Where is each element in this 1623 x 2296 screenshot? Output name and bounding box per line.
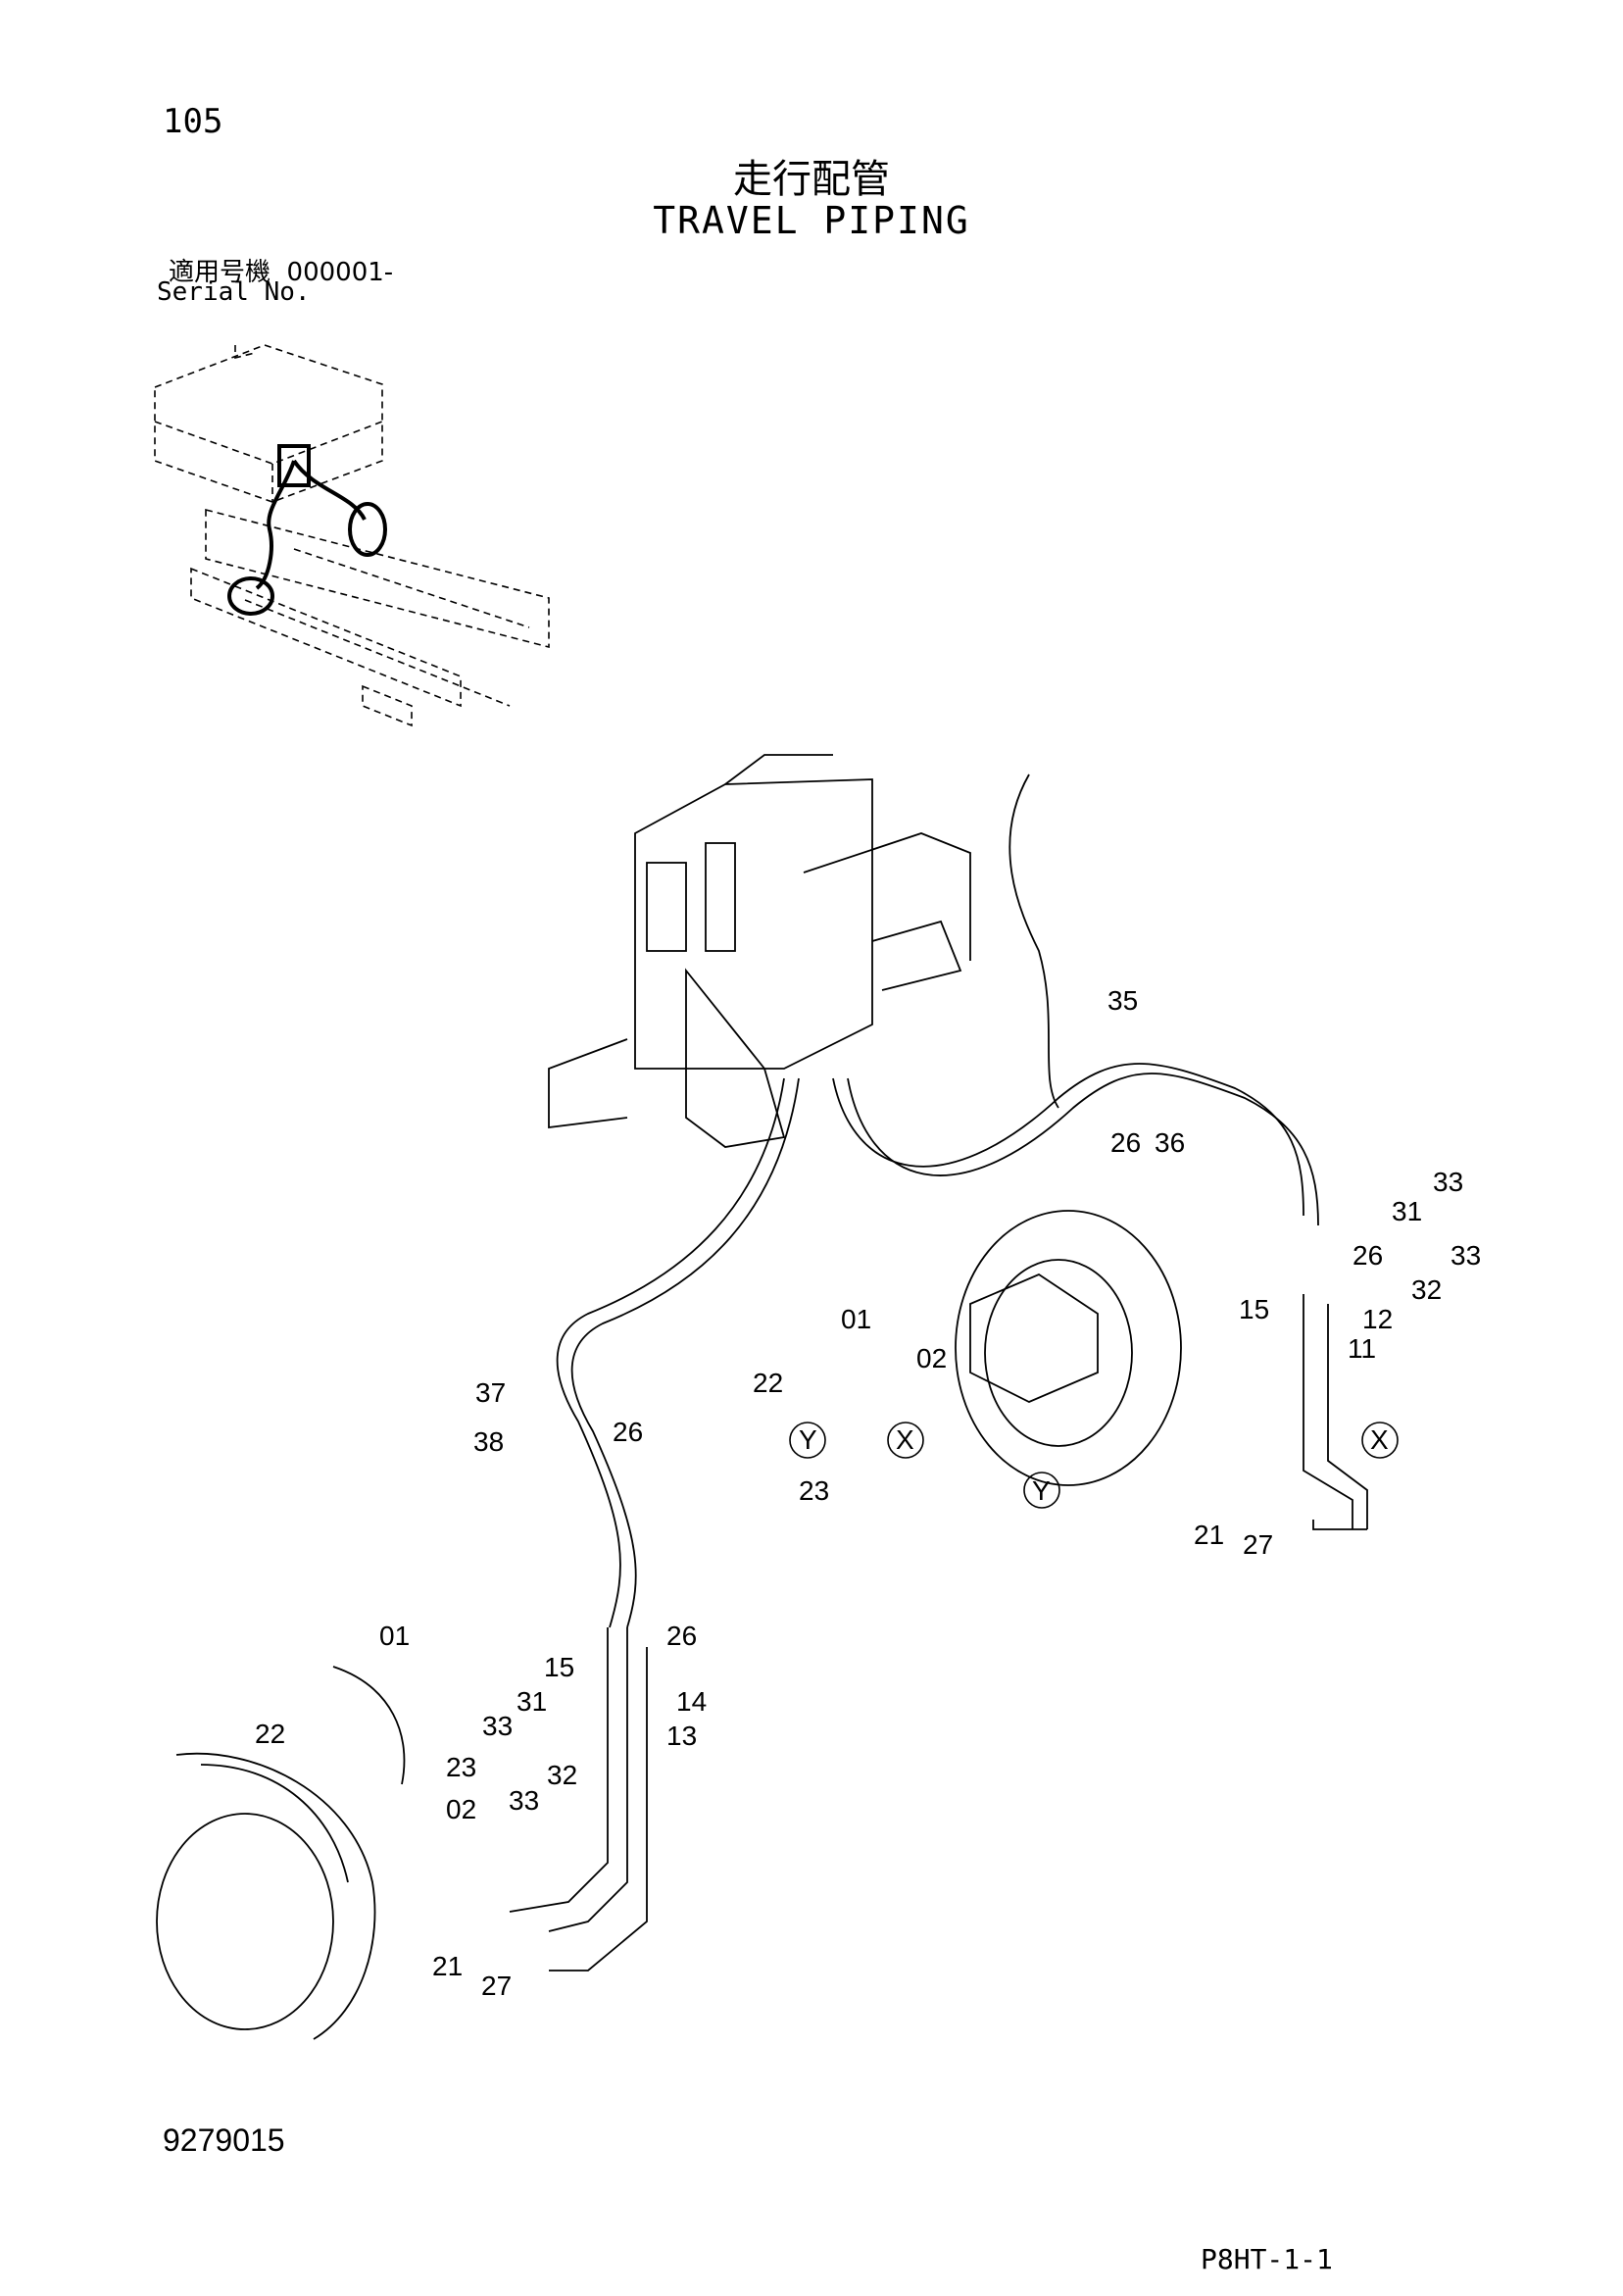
- callout-label: X: [1370, 1424, 1389, 1455]
- callout-label: 26: [1110, 1127, 1141, 1158]
- serial-range: 000001-: [286, 258, 394, 287]
- left-travel-motor: [156, 1752, 376, 2040]
- callout-label: 35: [1107, 985, 1138, 1016]
- callout-label: Y: [1032, 1475, 1051, 1506]
- callout-label: 27: [1243, 1529, 1273, 1560]
- control-valve-assembly: [548, 754, 971, 1148]
- callout-label: 15: [544, 1652, 574, 1682]
- callout-label: Y: [799, 1424, 817, 1455]
- callout-label: 21: [432, 1951, 463, 1981]
- callout-label: 12: [1362, 1304, 1393, 1334]
- callout-label: 38: [473, 1426, 504, 1457]
- page-title: TRAVEL PIPING: [653, 199, 970, 242]
- callout-label: 21: [1194, 1520, 1224, 1550]
- callout-label: 33: [1451, 1240, 1481, 1271]
- pipes-right: [1303, 1294, 1368, 1530]
- callout-labels: 35 26 36 31 33 26 33 15 32 12 11 01 02 3…: [255, 985, 1481, 2001]
- callout-circles: [789, 1422, 1399, 1509]
- hose-right-travel: [832, 774, 1319, 1226]
- callout-label: 26: [1352, 1240, 1383, 1271]
- callout-label: 02: [916, 1343, 947, 1373]
- callout-label: 33: [482, 1711, 513, 1741]
- pipes-left: [332, 1627, 648, 1972]
- callout-label: 31: [1392, 1196, 1422, 1226]
- callout-label: 26: [666, 1621, 697, 1651]
- callout-label: 02: [446, 1794, 476, 1824]
- callout-label: 15: [1239, 1294, 1269, 1324]
- serial-label-jp-text: 適用号機: [169, 258, 271, 287]
- overview-machine-illustration: [154, 344, 550, 727]
- callout-label: 32: [547, 1760, 577, 1790]
- callout-label: 31: [516, 1686, 547, 1717]
- callout-label: 22: [753, 1368, 783, 1398]
- page-code: P8HT-1-1: [1201, 2243, 1333, 2275]
- callout-label: 01: [379, 1621, 410, 1651]
- callout-label: 37: [475, 1377, 506, 1408]
- right-travel-motor: [955, 1210, 1182, 1486]
- page-number: 105: [163, 102, 223, 141]
- callout-label: 23: [799, 1475, 829, 1506]
- callout-label: 23: [446, 1752, 476, 1782]
- document-number: 9279015: [163, 2122, 285, 2158]
- callout-label: 13: [666, 1721, 697, 1751]
- callout-label: 27: [481, 1971, 512, 2001]
- callout-label: 01: [841, 1304, 871, 1334]
- callout-label: 26: [613, 1417, 643, 1447]
- callout-label: 33: [1433, 1167, 1463, 1197]
- callout-label: 22: [255, 1719, 285, 1749]
- callout-label: 36: [1155, 1127, 1185, 1158]
- page-title-japanese: 走行配管: [733, 157, 890, 202]
- overview-hose-route: [227, 444, 387, 616]
- callout-label: 11: [1348, 1333, 1376, 1364]
- hose-left-travel: [556, 1077, 800, 1628]
- serial-label: Serial No.: [157, 277, 311, 307]
- serial-label-japanese: 適用号機 000001-: [169, 252, 393, 288]
- callout-label: X: [896, 1424, 914, 1455]
- callout-label: 14: [676, 1686, 707, 1717]
- callout-label: 32: [1411, 1274, 1442, 1305]
- callout-label: 33: [509, 1785, 539, 1816]
